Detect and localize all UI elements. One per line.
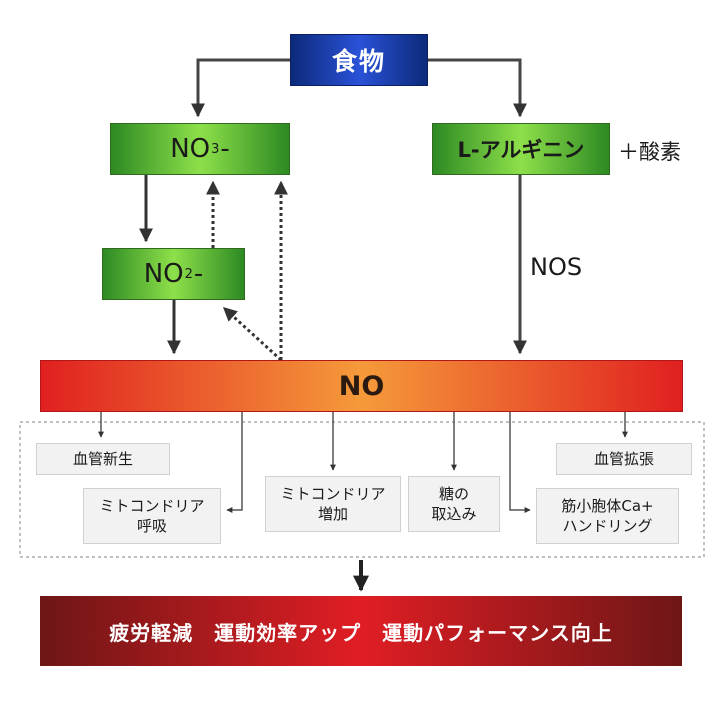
arrow-no-to-effect-2: [226, 412, 243, 513]
effects-frame: [19, 421, 705, 558]
no2-suffix: -: [193, 259, 204, 289]
effect-vasodilation: 血管拡張: [556, 443, 692, 475]
effect-line2: 取込み: [431, 505, 477, 523]
arrow-food-to-no3: [191, 58, 290, 118]
effect-mito-respiration: ミトコンドリア 呼吸: [83, 488, 221, 544]
effect-glucose-uptake: 糖の 取込み: [408, 476, 500, 532]
effect-line1: 糖の: [438, 484, 469, 503]
nitric-oxide-label: NO: [338, 370, 385, 402]
no3-formula: NO: [170, 134, 211, 164]
oxygen-label: ＋酸素: [618, 140, 681, 164]
no2-subscript: 2: [184, 266, 193, 282]
effect-angiogenesis: 血管新生: [36, 443, 170, 475]
arrow-food-to-arginine: [428, 58, 527, 118]
effect-line2: ハンドリング: [562, 517, 653, 535]
arginine-label: L-アルギニン: [457, 138, 585, 162]
effect-sr-calcium: 筋小胞体Ca+ ハンドリング: [536, 488, 679, 544]
nitric-oxide-bar: NO: [40, 360, 683, 412]
food-box: 食物: [290, 34, 428, 86]
no3-suffix: -: [220, 134, 230, 164]
effect-line1: ミトコンドリア: [280, 484, 386, 503]
effect-line1: 筋小胞体Ca+: [561, 496, 654, 515]
effect-line2: 増加: [317, 505, 348, 523]
nos-label: NOS: [530, 253, 583, 281]
food-label: 食物: [331, 47, 386, 76]
effect-line1: ミトコンドリア: [99, 496, 205, 515]
no3-subscript: 3: [211, 141, 220, 157]
no2-formula: NO: [143, 259, 184, 289]
arginine-box: L-アルギニン: [432, 123, 610, 175]
effect-mito-increase: ミトコンドリア 増加: [265, 476, 401, 532]
arrow-no-to-no2-dotted: [222, 306, 283, 362]
effect-label: 血管拡張: [593, 449, 654, 468]
effect-line2: 呼吸: [136, 517, 167, 535]
arrow-no-to-effect-5: [509, 412, 531, 513]
effect-label: 血管新生: [72, 449, 133, 468]
outcome-label: 疲労軽減 運動効率アップ 運動パフォーマンス向上: [109, 620, 613, 645]
outcome-banner: 疲労軽減 運動効率アップ 運動パフォーマンス向上: [40, 596, 682, 666]
